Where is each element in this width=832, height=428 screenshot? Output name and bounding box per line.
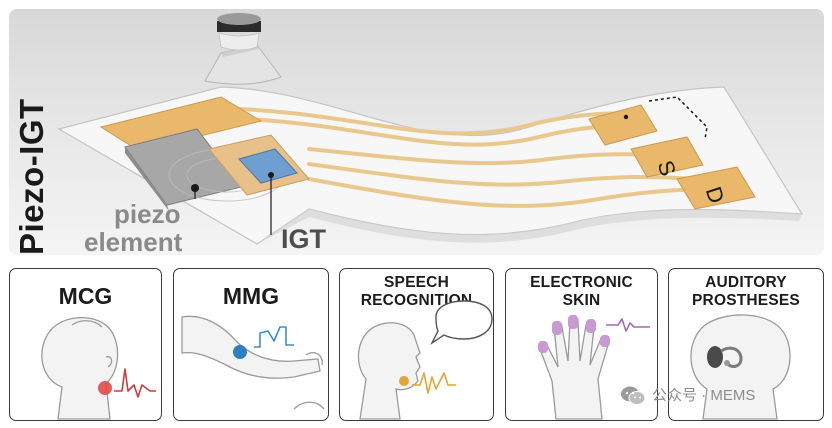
cone-probe-icon	[204, 13, 282, 85]
device-illustration: S D	[57, 13, 804, 245]
sensor-gold-icon	[399, 376, 409, 386]
arm-icon	[181, 315, 325, 410]
card-electronic-skin: ELECTRONIC SKIN	[505, 268, 658, 421]
wechat-icon	[621, 386, 646, 405]
dotted-connection	[648, 96, 708, 140]
mmg-signal	[254, 326, 294, 348]
hand-icon	[539, 315, 609, 420]
card-title-line1: ELECTRONIC	[530, 274, 633, 291]
head-back-icon	[690, 314, 791, 420]
mmg-illustration	[181, 315, 325, 410]
card-title-line2: SKIN	[562, 292, 601, 309]
speech-bubble-icon	[430, 300, 493, 346]
figure-title: Piezo-IGT	[13, 98, 50, 255]
card-speech-recognition: SPEECH RECOGNITION	[339, 268, 494, 421]
top-contact-pad	[588, 104, 658, 146]
card-title-line1: SPEECH	[384, 274, 449, 291]
drain-label: D	[701, 184, 730, 207]
mcg-illustration	[41, 316, 156, 420]
face-profile-icon	[357, 322, 421, 420]
igt-label: IGT	[281, 224, 326, 254]
sensor-purple-pads	[538, 315, 610, 353]
piezo-label-line2: element	[84, 227, 183, 255]
card-mmg: MMG	[173, 268, 329, 421]
watermark-text: 公众号 · MEMS	[652, 387, 756, 404]
watermark: 公众号 · MEMS	[620, 384, 755, 408]
igt-channel	[238, 148, 298, 184]
source-pad	[630, 136, 704, 178]
device-illustration-panel: S D Piezo-IGT piezo element IGT	[9, 9, 824, 255]
card-mcg: MCG	[9, 268, 162, 421]
sensor-red-icon	[98, 381, 112, 395]
card-title: MCG	[58, 283, 113, 309]
card-title-line2: PROSTHESES	[692, 292, 800, 309]
cochlear-implant-icon	[707, 346, 743, 368]
substrate-shadow	[257, 209, 802, 244]
drain-pad	[676, 166, 756, 210]
speech-signal	[412, 372, 456, 394]
piezo-label-line1: piezo	[114, 199, 181, 229]
mcg-signal	[114, 368, 156, 398]
speech-illustration	[357, 300, 493, 420]
head-icon	[41, 316, 119, 420]
card-auditory-prostheses: AUDITORY PROSTHESES	[668, 268, 824, 421]
electronic-skin-illustration	[538, 315, 650, 420]
auditory-illustration	[690, 314, 791, 420]
card-title-line1: AUDITORY	[705, 274, 787, 291]
sensor-blue-icon	[233, 345, 247, 359]
piezo-top-electrode	[99, 96, 263, 152]
e-skin-signal	[606, 318, 650, 332]
card-title: MMG	[222, 283, 280, 309]
